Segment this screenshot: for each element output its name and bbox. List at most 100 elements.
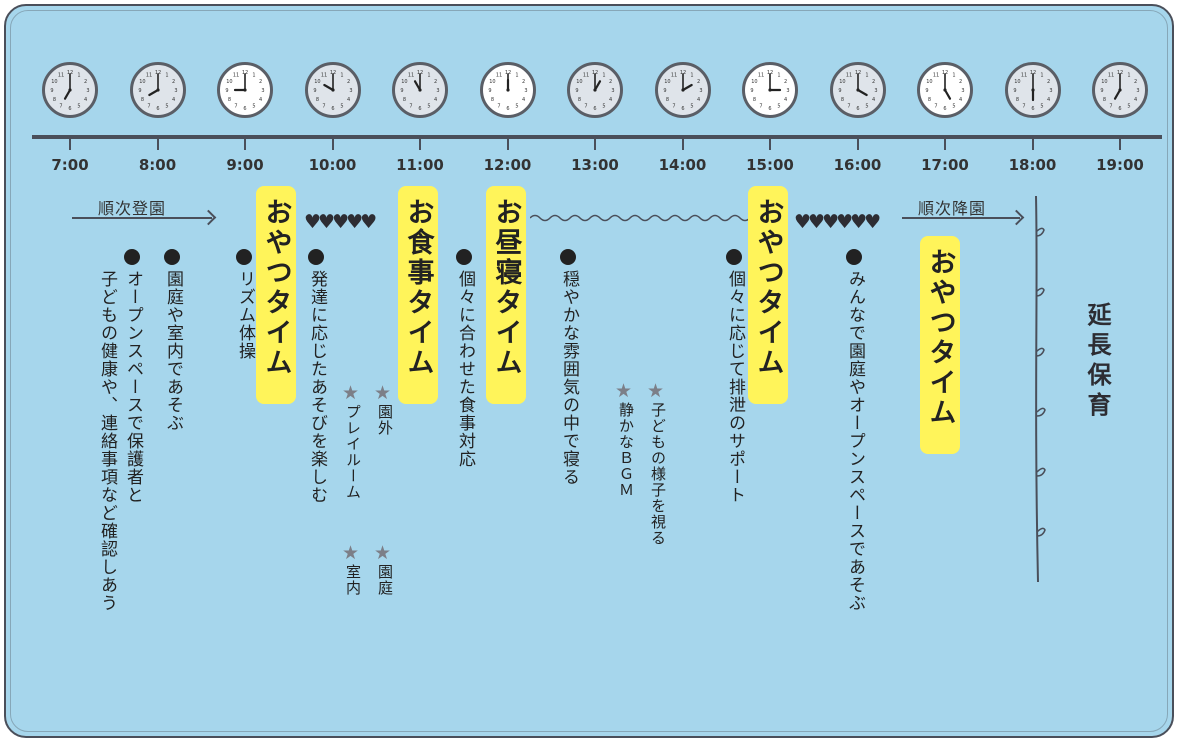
svg-text:5: 5 <box>340 104 343 110</box>
svg-text:6: 6 <box>681 106 684 112</box>
svg-text:10: 10 <box>489 79 495 85</box>
svg-text:4: 4 <box>871 97 874 103</box>
snack-time-3: おやつタイム <box>920 236 960 454</box>
star-icon: ★ <box>647 380 665 402</box>
svg-text:1: 1 <box>515 72 518 78</box>
svg-text:9: 9 <box>138 88 141 94</box>
play-location-4: 室内 <box>344 564 362 596</box>
svg-text:1: 1 <box>1040 72 1043 78</box>
svg-text:12: 12 <box>1117 70 1123 76</box>
svg-text:6: 6 <box>156 106 159 112</box>
svg-text:3: 3 <box>261 88 264 94</box>
arrival-arrow <box>72 217 212 219</box>
bullet <box>164 249 180 265</box>
svg-text:5: 5 <box>77 104 80 110</box>
svg-text:5: 5 <box>1040 104 1043 110</box>
svg-text:1: 1 <box>952 72 955 78</box>
svg-text:3: 3 <box>961 88 964 94</box>
svg-text:11: 11 <box>583 72 589 78</box>
activity-arrival-b2: 子どもの健康や、連絡事項など確認しあう <box>97 270 117 612</box>
time-label: 14:00 <box>658 156 707 174</box>
svg-text:3: 3 <box>86 88 89 94</box>
svg-text:7: 7 <box>322 104 325 110</box>
svg-text:1: 1 <box>777 72 780 78</box>
svg-text:8: 8 <box>840 97 843 103</box>
svg-text:12: 12 <box>679 70 685 76</box>
activity-arrival-a: 園庭や室内であそぶ <box>163 270 183 432</box>
svg-text:7: 7 <box>234 104 237 110</box>
star-icon: ★ <box>374 382 392 404</box>
bullet <box>456 249 472 265</box>
hearts-1: ♥♥♥♥♥ <box>304 211 377 233</box>
svg-text:5: 5 <box>165 104 168 110</box>
hearts-2: ♥♥♥♥♥♥ <box>794 211 881 233</box>
svg-text:5: 5 <box>952 104 955 110</box>
timeline-tick <box>594 136 596 150</box>
timeline-axis <box>32 135 1162 139</box>
time-label: 17:00 <box>921 156 969 174</box>
svg-text:5: 5 <box>602 104 605 110</box>
activity-nap-c: 静かなＢＧＭ <box>617 402 635 498</box>
svg-text:6: 6 <box>418 106 421 112</box>
svg-text:2: 2 <box>84 79 87 85</box>
timeline-tick <box>944 136 946 150</box>
svg-text:4: 4 <box>521 97 524 103</box>
svg-text:8: 8 <box>403 97 406 103</box>
wavy-line <box>530 214 750 222</box>
svg-text:9: 9 <box>488 88 491 94</box>
svg-text:9: 9 <box>1100 88 1103 94</box>
svg-text:2: 2 <box>784 79 787 85</box>
activity-after: みんなで園庭やオープンスペースであそぶ <box>845 270 865 612</box>
svg-text:8: 8 <box>1103 97 1106 103</box>
svg-text:2: 2 <box>521 79 524 85</box>
svg-text:12: 12 <box>154 70 160 76</box>
svg-text:9: 9 <box>663 88 666 94</box>
svg-text:7: 7 <box>584 104 587 110</box>
timeline-tick <box>419 136 421 150</box>
svg-text:6: 6 <box>1118 106 1121 112</box>
svg-text:8: 8 <box>578 97 581 103</box>
timeline-tick <box>69 136 71 150</box>
bullet <box>846 249 862 265</box>
bullet <box>726 249 742 265</box>
svg-text:10: 10 <box>839 79 845 85</box>
svg-text:2: 2 <box>871 79 874 85</box>
bullet <box>124 249 140 265</box>
timeline-tick <box>856 136 859 150</box>
svg-text:5: 5 <box>252 104 255 110</box>
svg-text:3: 3 <box>1049 88 1052 94</box>
svg-text:5: 5 <box>777 104 780 110</box>
svg-text:12: 12 <box>592 70 598 76</box>
time-label: 19:00 <box>1096 156 1144 174</box>
svg-text:1: 1 <box>865 72 868 78</box>
svg-text:3: 3 <box>349 88 352 94</box>
svg-text:7: 7 <box>409 104 412 110</box>
svg-text:2: 2 <box>1046 79 1049 85</box>
time-label: 11:00 <box>396 156 444 174</box>
svg-text:10: 10 <box>751 79 757 85</box>
svg-text:3: 3 <box>524 88 527 94</box>
svg-text:10: 10 <box>664 79 670 85</box>
play-location-2: プレイルーム <box>344 404 362 500</box>
snack-time-1: おやつタイム <box>256 186 296 404</box>
svg-text:8: 8 <box>665 97 668 103</box>
svg-text:8: 8 <box>53 97 56 103</box>
svg-text:7: 7 <box>497 104 500 110</box>
svg-text:3: 3 <box>611 88 614 94</box>
activity-nap-a: 穏やかな雰囲気の中で寝る <box>559 270 579 486</box>
time-label: 18:00 <box>1008 156 1057 174</box>
svg-text:11: 11 <box>320 72 326 78</box>
nap-time: お昼寝タイム <box>486 186 526 404</box>
svg-text:5: 5 <box>1127 104 1130 110</box>
svg-text:10: 10 <box>1101 79 1107 85</box>
svg-text:7: 7 <box>1022 104 1025 110</box>
svg-text:1: 1 <box>252 72 255 78</box>
svg-text:9: 9 <box>400 88 403 94</box>
bullet <box>308 249 324 265</box>
svg-text:11: 11 <box>933 72 939 78</box>
